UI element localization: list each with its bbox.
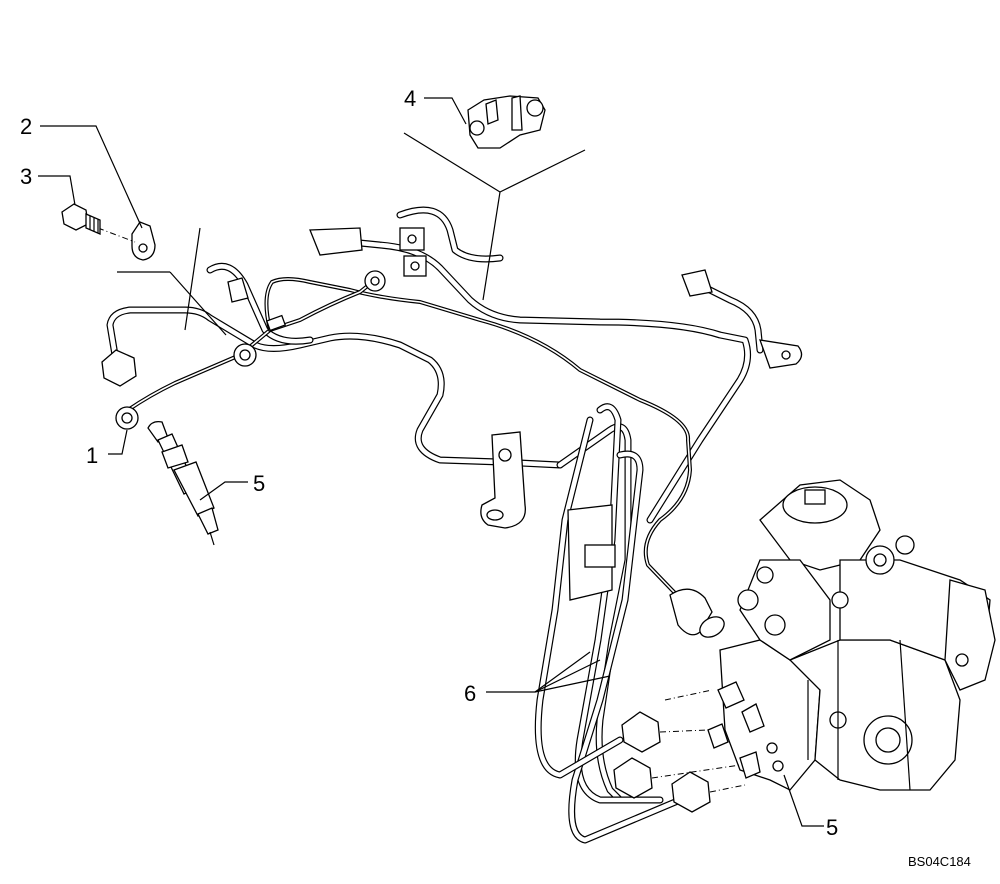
- callout-1: 1: [86, 443, 98, 468]
- leader-lines: [38, 97, 824, 827]
- leak-off-banjo-fittings: [115, 270, 725, 638]
- banjo-fitting-part-2: [97, 221, 156, 261]
- callout-5-pump: 5: [826, 815, 838, 840]
- pipe-bracket-middle: [480, 431, 526, 529]
- pipe-union-nuts: [613, 689, 746, 813]
- pipe-bracket-right: [681, 269, 803, 369]
- pipe-clip-part-4: [467, 95, 546, 149]
- leak-off-return-line: [126, 277, 694, 612]
- callout-5-injector: 5: [253, 471, 265, 496]
- callout-2: 2: [20, 114, 32, 139]
- callout-4: 4: [404, 86, 416, 111]
- injection-pipe-bundle: [534, 403, 684, 844]
- callout-3: 3: [20, 164, 32, 189]
- bolt-part-3: [61, 203, 101, 235]
- pipe-bracket-lower: [567, 504, 616, 601]
- fuel-injector-part-5: [147, 420, 219, 546]
- injection-pump-assembly: [707, 479, 996, 791]
- injection-pipe-group-upper: [106, 206, 764, 524]
- pipe-bracket-upper: [309, 227, 427, 277]
- pipe-nut-left: [101, 349, 137, 387]
- callout-6: 6: [464, 681, 476, 706]
- pipe-nut-upper-left: [227, 277, 249, 303]
- drawing-reference-code: BS04C184: [908, 854, 971, 869]
